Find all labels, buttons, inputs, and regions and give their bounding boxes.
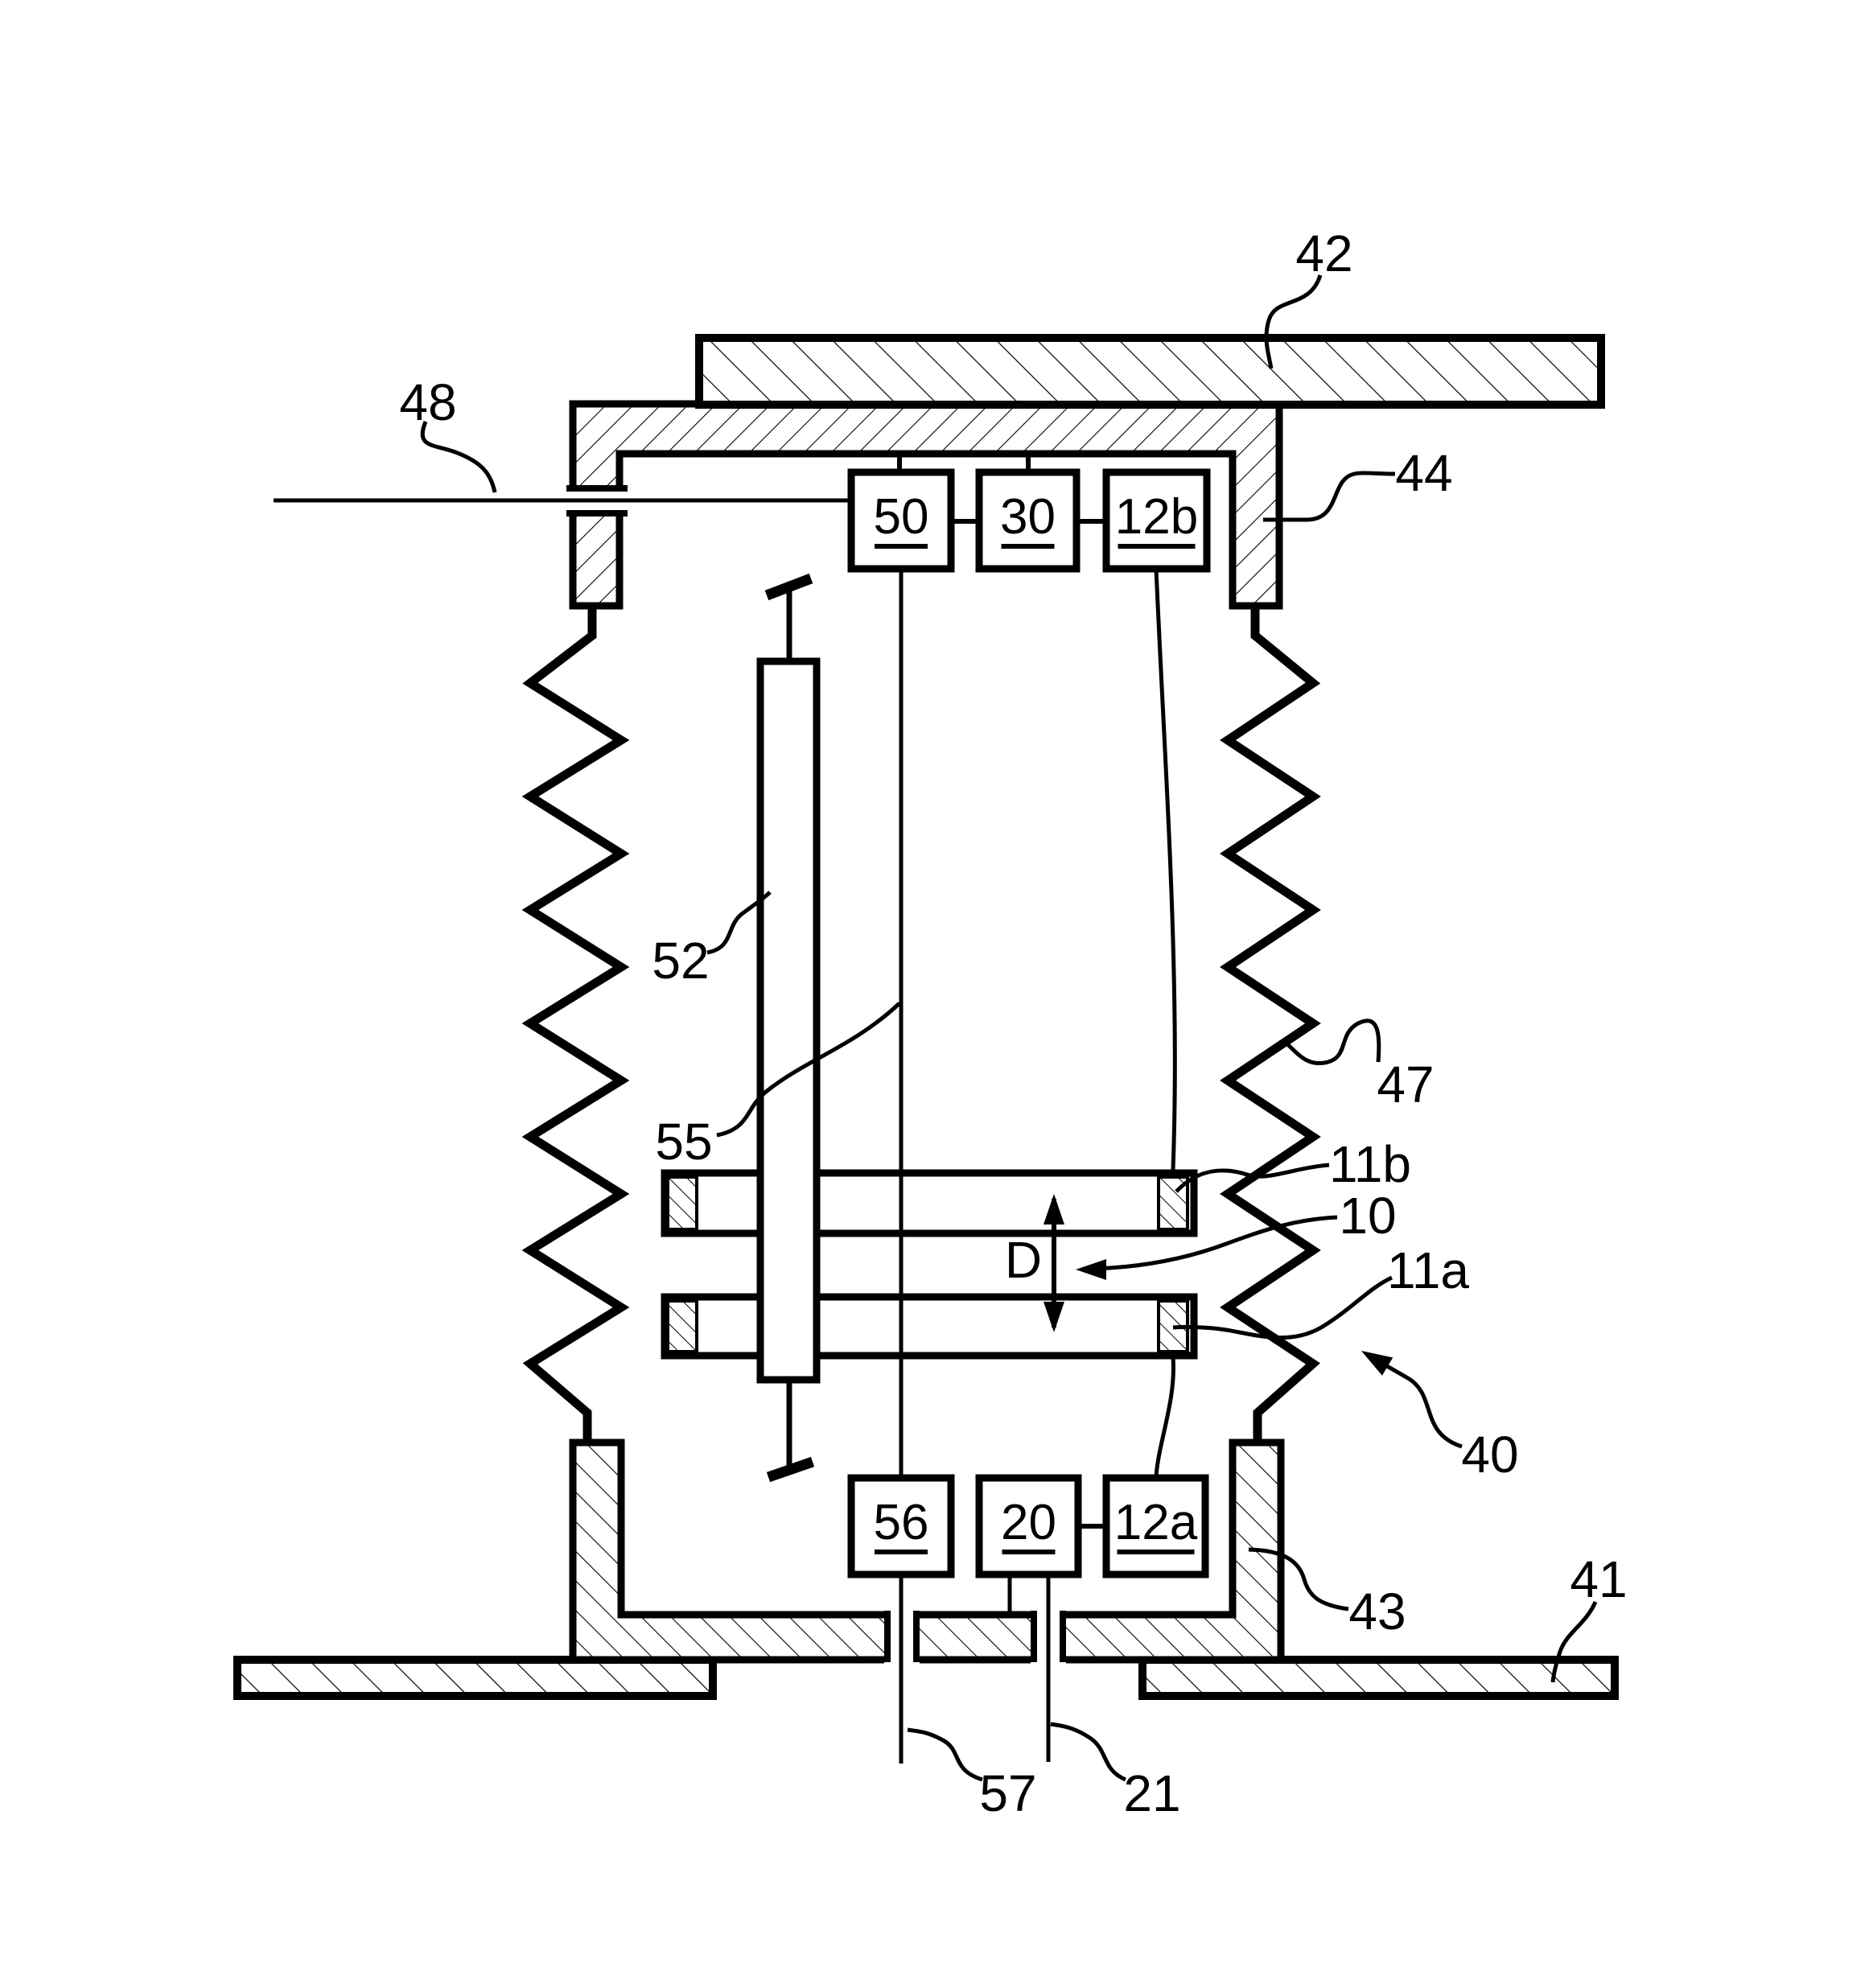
wire-12b-to-11b: [1154, 568, 1177, 1171]
rod-bottom-tick: [766, 1456, 815, 1483]
leader-line-21: [1050, 1722, 1127, 1782]
leader-line-11b: [1175, 1163, 1330, 1193]
gap-dimension-label: D: [1005, 1231, 1042, 1289]
ref-label-43: 43: [1348, 1583, 1406, 1640]
box-50-label: 50: [874, 489, 929, 545]
ref-label-47: 47: [1377, 1056, 1434, 1113]
upper-electrode-bar-11b: [661, 1169, 1198, 1237]
box-12a-label: 12a: [1114, 1495, 1198, 1550]
box-20: [975, 1474, 1082, 1578]
leader-line-44: [1263, 471, 1396, 522]
top-support-plate-42: [695, 334, 1605, 409]
ref-label-52: 52: [652, 932, 709, 990]
actuator-rod-52: [756, 657, 821, 1384]
leader-line-52: [706, 891, 772, 955]
ref-label-40: 40: [1461, 1426, 1518, 1484]
lower-housing-bracket-43: [569, 1439, 1285, 1664]
leader-arrowhead-10: [1076, 1259, 1106, 1280]
ref-label-55: 55: [655, 1113, 712, 1171]
ref-label-42: 42: [1295, 224, 1352, 282]
gap-dimension-D-arrowhead-icon: [1044, 1194, 1064, 1224]
box-30: [975, 468, 1081, 573]
ref-label-41: 41: [1570, 1550, 1627, 1608]
bottom-support-plate-41-right: [1138, 1656, 1619, 1700]
leader-line-48: [420, 421, 497, 493]
ref-label-48: 48: [399, 373, 456, 431]
box-12b: [1102, 468, 1211, 573]
ref-label-21: 21: [1123, 1764, 1180, 1822]
leader-line-43: [1248, 1547, 1349, 1611]
box-12a: [1102, 1474, 1209, 1578]
rod-top-tick: [764, 573, 813, 601]
wire-11a-to-12a: [1154, 1356, 1175, 1477]
ref-label-44: 44: [1395, 444, 1452, 502]
leader-line-42: [1264, 274, 1323, 369]
ref-label-57: 57: [979, 1764, 1036, 1822]
box-56: [847, 1474, 955, 1578]
box-56-label: 56: [874, 1495, 929, 1550]
gap-dimension-D-arrowhead-icon: [1044, 1302, 1064, 1332]
leader-line-11a: [1172, 1275, 1393, 1340]
box-20-label: 20: [1001, 1495, 1056, 1550]
leader-line-55: [716, 1002, 901, 1138]
ref-label-11b: 11b: [1329, 1135, 1411, 1193]
ref-label-11a: 11a: [1387, 1241, 1469, 1299]
box-50: [847, 468, 955, 573]
leader-line-41: [1550, 1600, 1598, 1683]
leader-line-47: [1285, 1019, 1381, 1065]
leader-line-10: [1093, 1215, 1338, 1271]
lower-electrode-bar-11a: [661, 1293, 1198, 1360]
left-bellows-spring: [521, 606, 630, 1443]
leader-line-57: [907, 1727, 983, 1782]
ref-label-10: 10: [1339, 1187, 1396, 1245]
bottom-support-plate-41-left: [233, 1656, 717, 1700]
spacer-block-11b-left: [666, 1175, 698, 1231]
box-30-label: 30: [1000, 489, 1056, 545]
right-bellows-spring: [1220, 606, 1321, 1443]
leader-arrowhead-40: [1361, 1351, 1393, 1376]
spacer-block-11a-left: [666, 1299, 698, 1353]
box-12b-label: 12b: [1115, 489, 1198, 545]
